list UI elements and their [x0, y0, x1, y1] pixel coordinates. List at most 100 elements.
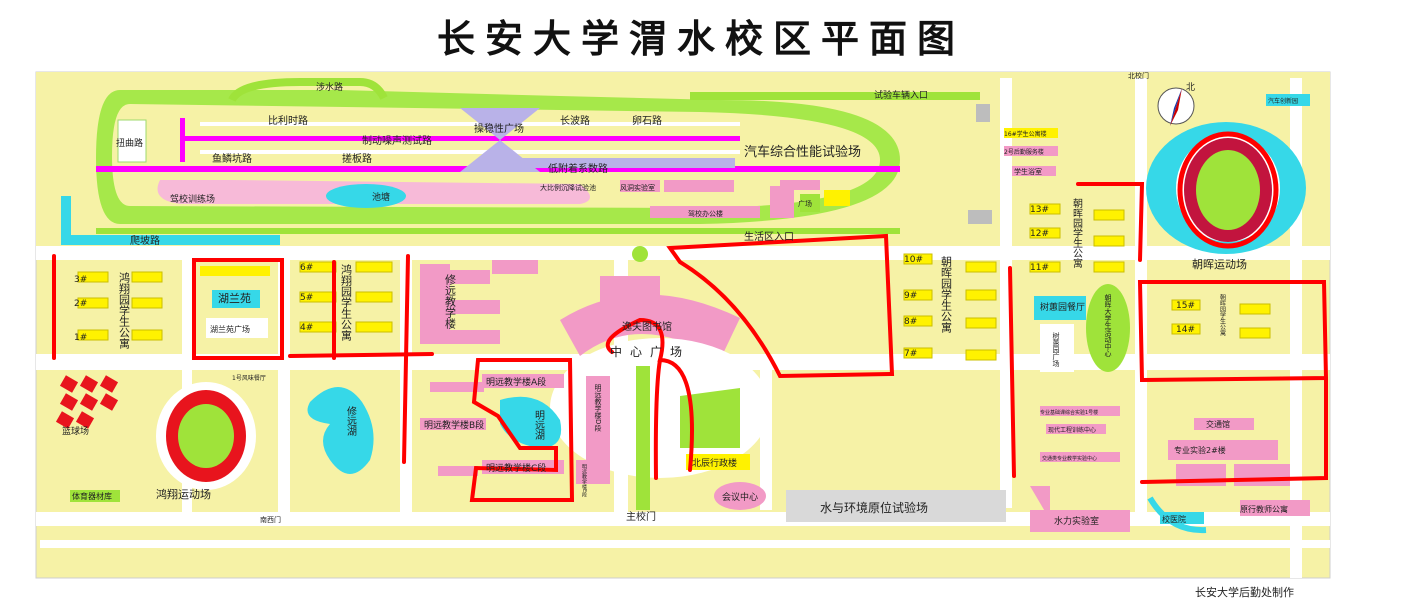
zhaohui-top-blocks — [968, 104, 1058, 224]
clinic-arc — [1147, 496, 1207, 534]
top-right-badge — [1266, 94, 1310, 106]
label-lab1: 专业基础课综合实验1号楼 — [1040, 409, 1098, 416]
label-clinic: 校医院 — [1162, 514, 1186, 524]
label-zh-service: 2号后勤服务楼 — [1004, 148, 1044, 156]
label-top-right: 汽车创新园 — [1268, 97, 1298, 105]
label-difuzhuo: 低附着系数路 — [548, 162, 608, 175]
label-changbo: 长波路 — [560, 114, 590, 127]
basketball-courts — [55, 375, 119, 429]
label-z13: 13# — [1030, 205, 1049, 215]
label-mingyuan-a: 明远教学楼A段 — [486, 376, 546, 388]
label-library: 逸夫图书馆 — [622, 320, 672, 333]
label-niuqu: 扭曲路 — [116, 137, 143, 149]
label-activity-center-v: 朝晖大学生活动中心 — [1104, 294, 1112, 357]
label-stability: 操稳性广场 — [474, 122, 524, 135]
label-conference: 会议中心 — [722, 491, 758, 503]
label-z15: 15# — [1176, 301, 1195, 311]
label-hulan: 湖兰苑 — [218, 292, 251, 305]
north-strip — [96, 228, 900, 234]
compass-needle-icon — [1157, 87, 1195, 126]
label-z9: 9# — [904, 291, 917, 301]
label-z10: 10# — [904, 255, 923, 265]
mingyuan-lake — [500, 396, 562, 448]
zhaohui-dorm-blocks — [903, 203, 1271, 361]
hulan-block — [200, 266, 270, 338]
label-north-gate: 北校门 — [1128, 71, 1149, 80]
label-pool: 池塘 — [372, 191, 390, 203]
zhaohui-stadium — [1146, 122, 1306, 254]
label-mingyuan-lake-v: 明远湖 — [533, 410, 545, 441]
label-mingyuan-c: 明远教学楼C段 — [486, 462, 546, 474]
label-xiuyuan-lake: 修远湖 — [345, 405, 357, 437]
label-rail-lab: 交通馆 — [1206, 419, 1230, 429]
credit-text: 长安大学后勤处制作 — [1195, 586, 1294, 599]
label-shesui: 涉水路 — [316, 81, 343, 93]
label-bili: 比利时路 — [268, 114, 308, 127]
label-zhaohui-dorm2-v: 朝晖园学生公寓 — [1071, 198, 1083, 269]
label-dorm-2: 2# — [74, 299, 87, 309]
label-xiuyuan-v: 修远教学楼 — [444, 273, 457, 330]
label-live-entry: 生活区入口 — [744, 230, 794, 243]
label-jiaxiao-office: 驾校办公楼 — [688, 209, 723, 218]
label-pro-lab2: 专业实验2#楼 — [1174, 445, 1226, 455]
label-water-env: 水与环境原位试验场 — [820, 500, 928, 515]
label-main-gate: 主校门 — [626, 510, 656, 523]
label-luanshi: 卵石路 — [632, 114, 662, 127]
label-center-plaza: 中心广场 — [610, 344, 690, 359]
label-jiaxiao: 驾校训练场 — [170, 193, 215, 205]
label-z12: 12# — [1030, 229, 1049, 239]
label-cuoban: 搓板路 — [342, 152, 372, 165]
label-dorm-5: 5# — [300, 293, 313, 303]
label-z14: 14# — [1176, 325, 1195, 335]
label-hongxiang-sports: 鸿翔运动场 — [156, 487, 211, 501]
label-z8: 8# — [904, 317, 917, 327]
label-lab3: 交通类专业教学实验中心 — [1042, 455, 1097, 462]
label-zhaohui-sports: 朝晖运动场 — [1192, 257, 1247, 271]
label-hongxiang-dorm-v: 鸿翔园学生公寓 — [118, 271, 131, 350]
label-zh-dorm16: 16#学生公寓楼 — [1004, 130, 1047, 138]
label-dorm-1: 1# — [74, 333, 87, 343]
hongxiang-stadium — [156, 382, 256, 490]
label-lab2: 现代工程训练中心 — [1048, 426, 1096, 434]
activity-center-block — [1086, 284, 1130, 372]
vertical-labels: 鸿翔园学生公寓 鸿翔园学生公寓 修远教学楼 朝晖园学生公寓 朝晖园学生公寓 朝晖… — [118, 198, 1226, 499]
water-lab-arc — [1030, 486, 1050, 520]
label-mingyuan-e-v: 明远教学楼E段 — [581, 464, 587, 499]
map-title: 长安大学渭水校区平面图 — [436, 16, 965, 61]
label-shuhui-plaza-v: 树蕙园广场 — [1052, 331, 1060, 368]
label-zhaohui-dorm3-v: 朝晖园学生公寓 — [1219, 293, 1226, 337]
label-brake-noise: 制动噪声测试路 — [362, 134, 432, 147]
label-hongxiang-dorm2-v: 鸿翔园学生公寓 — [340, 263, 353, 342]
water-lab-block — [1030, 510, 1130, 532]
label-hulan-plaza: 湖兰苑广场 — [210, 324, 250, 334]
label-z7: 7# — [904, 349, 917, 359]
red-annotation-strokes — [52, 182, 1329, 502]
beichen-block — [686, 454, 750, 470]
slope-road — [61, 196, 280, 245]
conference-block — [714, 482, 766, 510]
label-canteen2: 1号风味餐厅 — [232, 374, 266, 382]
label-zh-shower: 学生浴室 — [1014, 167, 1042, 176]
mingyuan-complex — [420, 374, 610, 484]
label-water-lab: 水力实验室 — [1054, 515, 1099, 527]
label-z11: 11# — [1030, 263, 1049, 273]
label-dabi: 大比例沉降试验池 — [540, 183, 596, 192]
label-mingyuan-b: 明远教学楼B段 — [424, 419, 484, 431]
label-fengdong: 风洞实验室 — [620, 183, 655, 192]
label-dorm-6: 6# — [300, 263, 313, 273]
label-faculty: 原行教师公寓 — [1240, 504, 1288, 514]
label-test-entry: 试验车辆入口 — [874, 89, 928, 101]
label-south-gate: 南西门 — [260, 515, 281, 524]
water-env-block — [786, 490, 1006, 522]
vehicle-test-field — [96, 90, 900, 224]
label-zhaohui-dorm-v: 朝晖园学生公寓 — [940, 256, 953, 334]
ming-road-green — [636, 366, 650, 510]
label-plaza-small: 广场 — [798, 199, 812, 208]
label-canteen: 树蕙园餐厅 — [1040, 301, 1085, 313]
shesui-road — [228, 78, 388, 103]
equipment-block — [70, 490, 120, 502]
label-beichen: 北辰行政楼 — [692, 457, 737, 469]
test-entry-road — [690, 92, 980, 100]
label-yulin: 鱼鳞坑路 — [212, 152, 252, 165]
